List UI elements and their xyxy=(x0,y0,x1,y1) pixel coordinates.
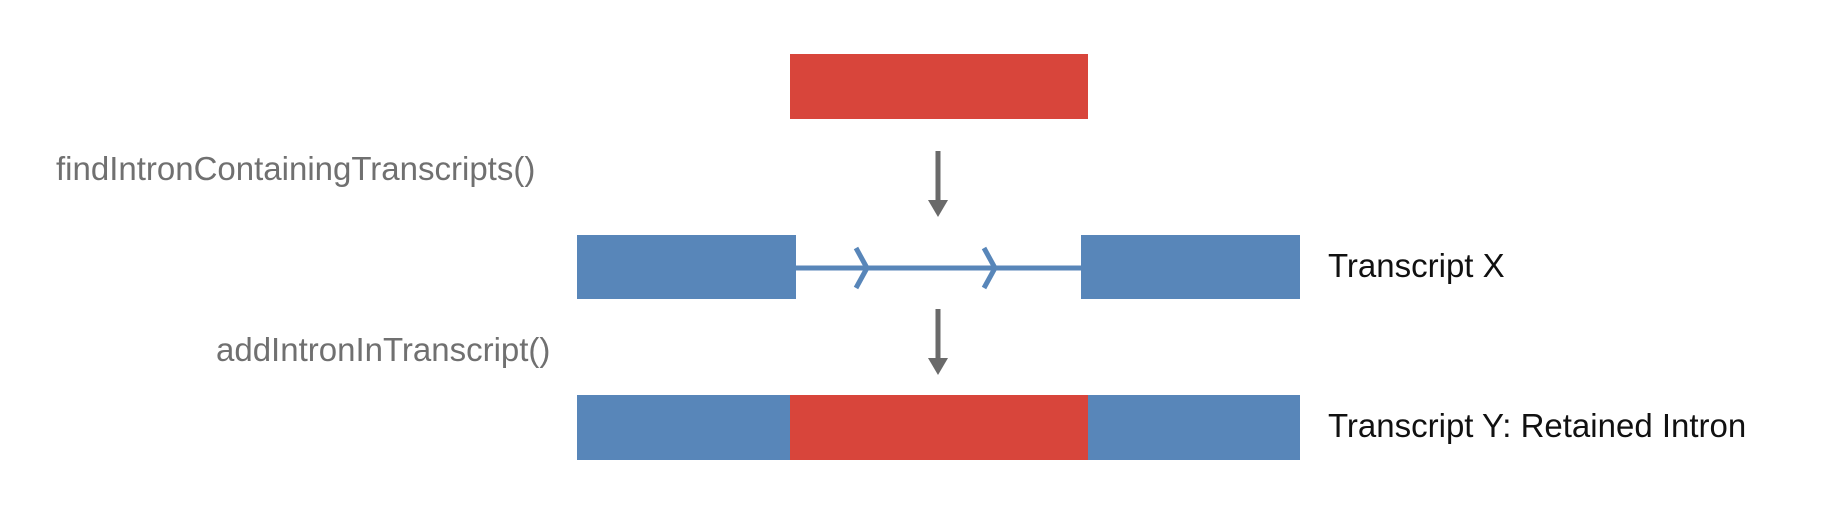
transcript-x-exon-right xyxy=(1081,235,1300,299)
transcript-y-label: Transcript Y: Retained Intron xyxy=(1328,407,1746,444)
transcript-x-exon-left xyxy=(577,235,796,299)
transcript-x-label: Transcript X xyxy=(1328,247,1505,284)
transcript-y-retained-intron xyxy=(790,395,1088,460)
chevron-right-icon xyxy=(981,246,998,290)
down-arrow-icon xyxy=(928,309,948,375)
down-arrow-icon xyxy=(928,151,948,217)
query-intron-block xyxy=(790,54,1088,119)
chevron-right-icon xyxy=(853,246,870,290)
transcript-y-exon-right xyxy=(1088,395,1300,460)
transcript-x xyxy=(577,235,1300,299)
find-intron-step-label: findIntronContainingTranscripts() xyxy=(56,150,535,187)
add-intron-step-label: addIntronInTranscript() xyxy=(216,331,550,368)
transcript-y xyxy=(577,395,1300,460)
transcript-y-exon-left xyxy=(577,395,790,460)
